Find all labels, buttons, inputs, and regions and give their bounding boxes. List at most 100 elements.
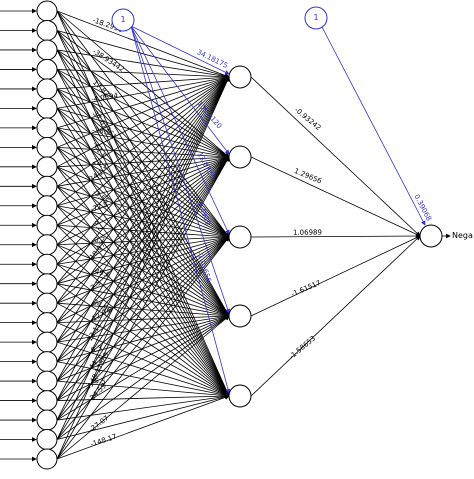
edge-in11-h3 [56, 205, 230, 239]
edge-in5-h2 [56, 88, 230, 158]
edge-in16-h3 [56, 236, 230, 304]
edge-in6-h5 [56, 108, 230, 397]
edge-in8-h5 [56, 147, 230, 397]
edge-in1-h1 [56, 10, 230, 78]
edge-in6-h2 [56, 108, 230, 159]
hidden-output-edges [250, 76, 451, 397]
edge-in6-h4 [56, 108, 230, 317]
input-node-10 [36, 175, 58, 197]
input-weight-label: -12.0 [88, 308, 108, 324]
edge-in13-h1 [56, 76, 230, 246]
edge-in24-h2 [56, 156, 230, 460]
edge-in24-h5 [56, 395, 230, 460]
edge-in23-h2 [56, 156, 230, 440]
hidden-node-1 [228, 65, 252, 89]
edge-in4-h2 [56, 69, 230, 158]
edge-in7-h1 [56, 75, 230, 129]
input-node-7 [36, 117, 58, 139]
edge-in9-h3 [56, 166, 230, 238]
input-weight-label: -148.17 [90, 433, 118, 449]
input-node-23 [36, 429, 58, 451]
edge-in7-h5 [56, 127, 230, 397]
edge-in18-h2 [56, 156, 230, 343]
hidden-node-4 [228, 304, 252, 328]
edge-in15-h1 [56, 76, 230, 284]
hidden-node-5 [228, 384, 252, 408]
edge-in12-h2 [56, 156, 230, 226]
input-node-16 [36, 292, 58, 314]
edge-in16-h4 [56, 302, 230, 319]
edge-in4-h5 [56, 69, 230, 397]
input-node-12 [36, 214, 58, 236]
input-weight-label: -5.5 [92, 377, 106, 386]
input-node-1 [36, 0, 58, 22]
input-weight-label: 6.3 [90, 344, 103, 354]
edge-in13-h5 [56, 244, 230, 397]
edge-in12-h5 [56, 224, 230, 397]
input-weight-label: -27.07 [88, 414, 111, 434]
hidden-output-weight-2: 1.29656 [293, 167, 323, 186]
edge-in1-h4 [56, 10, 230, 317]
edge-in14-h3 [56, 235, 230, 265]
edge-in22-h1 [56, 76, 230, 421]
edge-in21-h2 [56, 156, 230, 401]
bias-edge-h4 [130, 25, 230, 314]
edge-in6-h1 [56, 75, 230, 109]
bias-edge-out [321, 26, 426, 226]
edge-in22-h5 [56, 394, 230, 421]
input-node-5 [36, 78, 58, 100]
edge-in22-h4 [56, 315, 230, 421]
edge-in22-h3 [56, 236, 230, 421]
edge-in14-h4 [56, 263, 230, 318]
input-arrows [0, 8, 37, 462]
edge-in20-h5 [56, 380, 230, 399]
edge-in2-h5 [56, 30, 230, 397]
input-node-14 [36, 253, 58, 275]
edge-in17-h5 [56, 322, 230, 397]
bias-edge-h3 [130, 25, 230, 235]
edge-in9-h1 [56, 76, 230, 168]
edge-in23-h5 [56, 394, 230, 440]
edge-in16-h1 [56, 76, 230, 304]
edge-in13-h4 [56, 244, 230, 317]
edge-in3-h3 [56, 49, 230, 238]
input-hidden-edges [56, 10, 230, 460]
edge-h3-out [250, 233, 421, 239]
input-node-2 [36, 19, 58, 41]
edge-in16-h2 [56, 156, 230, 304]
edge-in3-h1 [56, 49, 230, 79]
edge-in5-h5 [56, 88, 230, 397]
input-node-4 [36, 58, 58, 80]
input-weight-label: -72.5 [89, 200, 109, 214]
edge-in7-h2 [56, 127, 230, 159]
edge-in11-h4 [56, 205, 230, 317]
edge-h5-out [250, 235, 421, 397]
input-weight-label: -38.93442 [91, 47, 125, 73]
input-node-18 [36, 331, 58, 353]
edge-in20-h3 [56, 236, 230, 382]
edge-in13-h2 [56, 156, 230, 246]
edge-in23-h3 [56, 236, 230, 440]
edge-in18-h1 [56, 76, 230, 343]
edge-in21-h5 [56, 393, 230, 401]
edge-in10-h5 [56, 186, 230, 397]
edge-in14-h2 [56, 156, 230, 265]
input-node-6 [36, 97, 58, 119]
edge-in2-h4 [56, 30, 230, 317]
edge-in10-h2 [56, 155, 230, 187]
edge-in9-h2 [56, 154, 230, 168]
edge-in20-h2 [56, 156, 230, 382]
bias-node-output [304, 6, 328, 30]
input-node-9 [36, 156, 58, 178]
input-weight-label: -38.1 [92, 126, 111, 137]
edge-in19-h2 [56, 156, 230, 362]
edge-in9-h5 [56, 166, 230, 397]
input-node-11 [36, 195, 58, 217]
bias-hidden-weight-1: 34.18175 [196, 48, 230, 70]
bias-node-hidden [111, 8, 135, 32]
edge-in9-h4 [56, 166, 230, 317]
edge-in5-h1 [56, 74, 230, 90]
input-weight-label: -0.2 [91, 236, 105, 245]
